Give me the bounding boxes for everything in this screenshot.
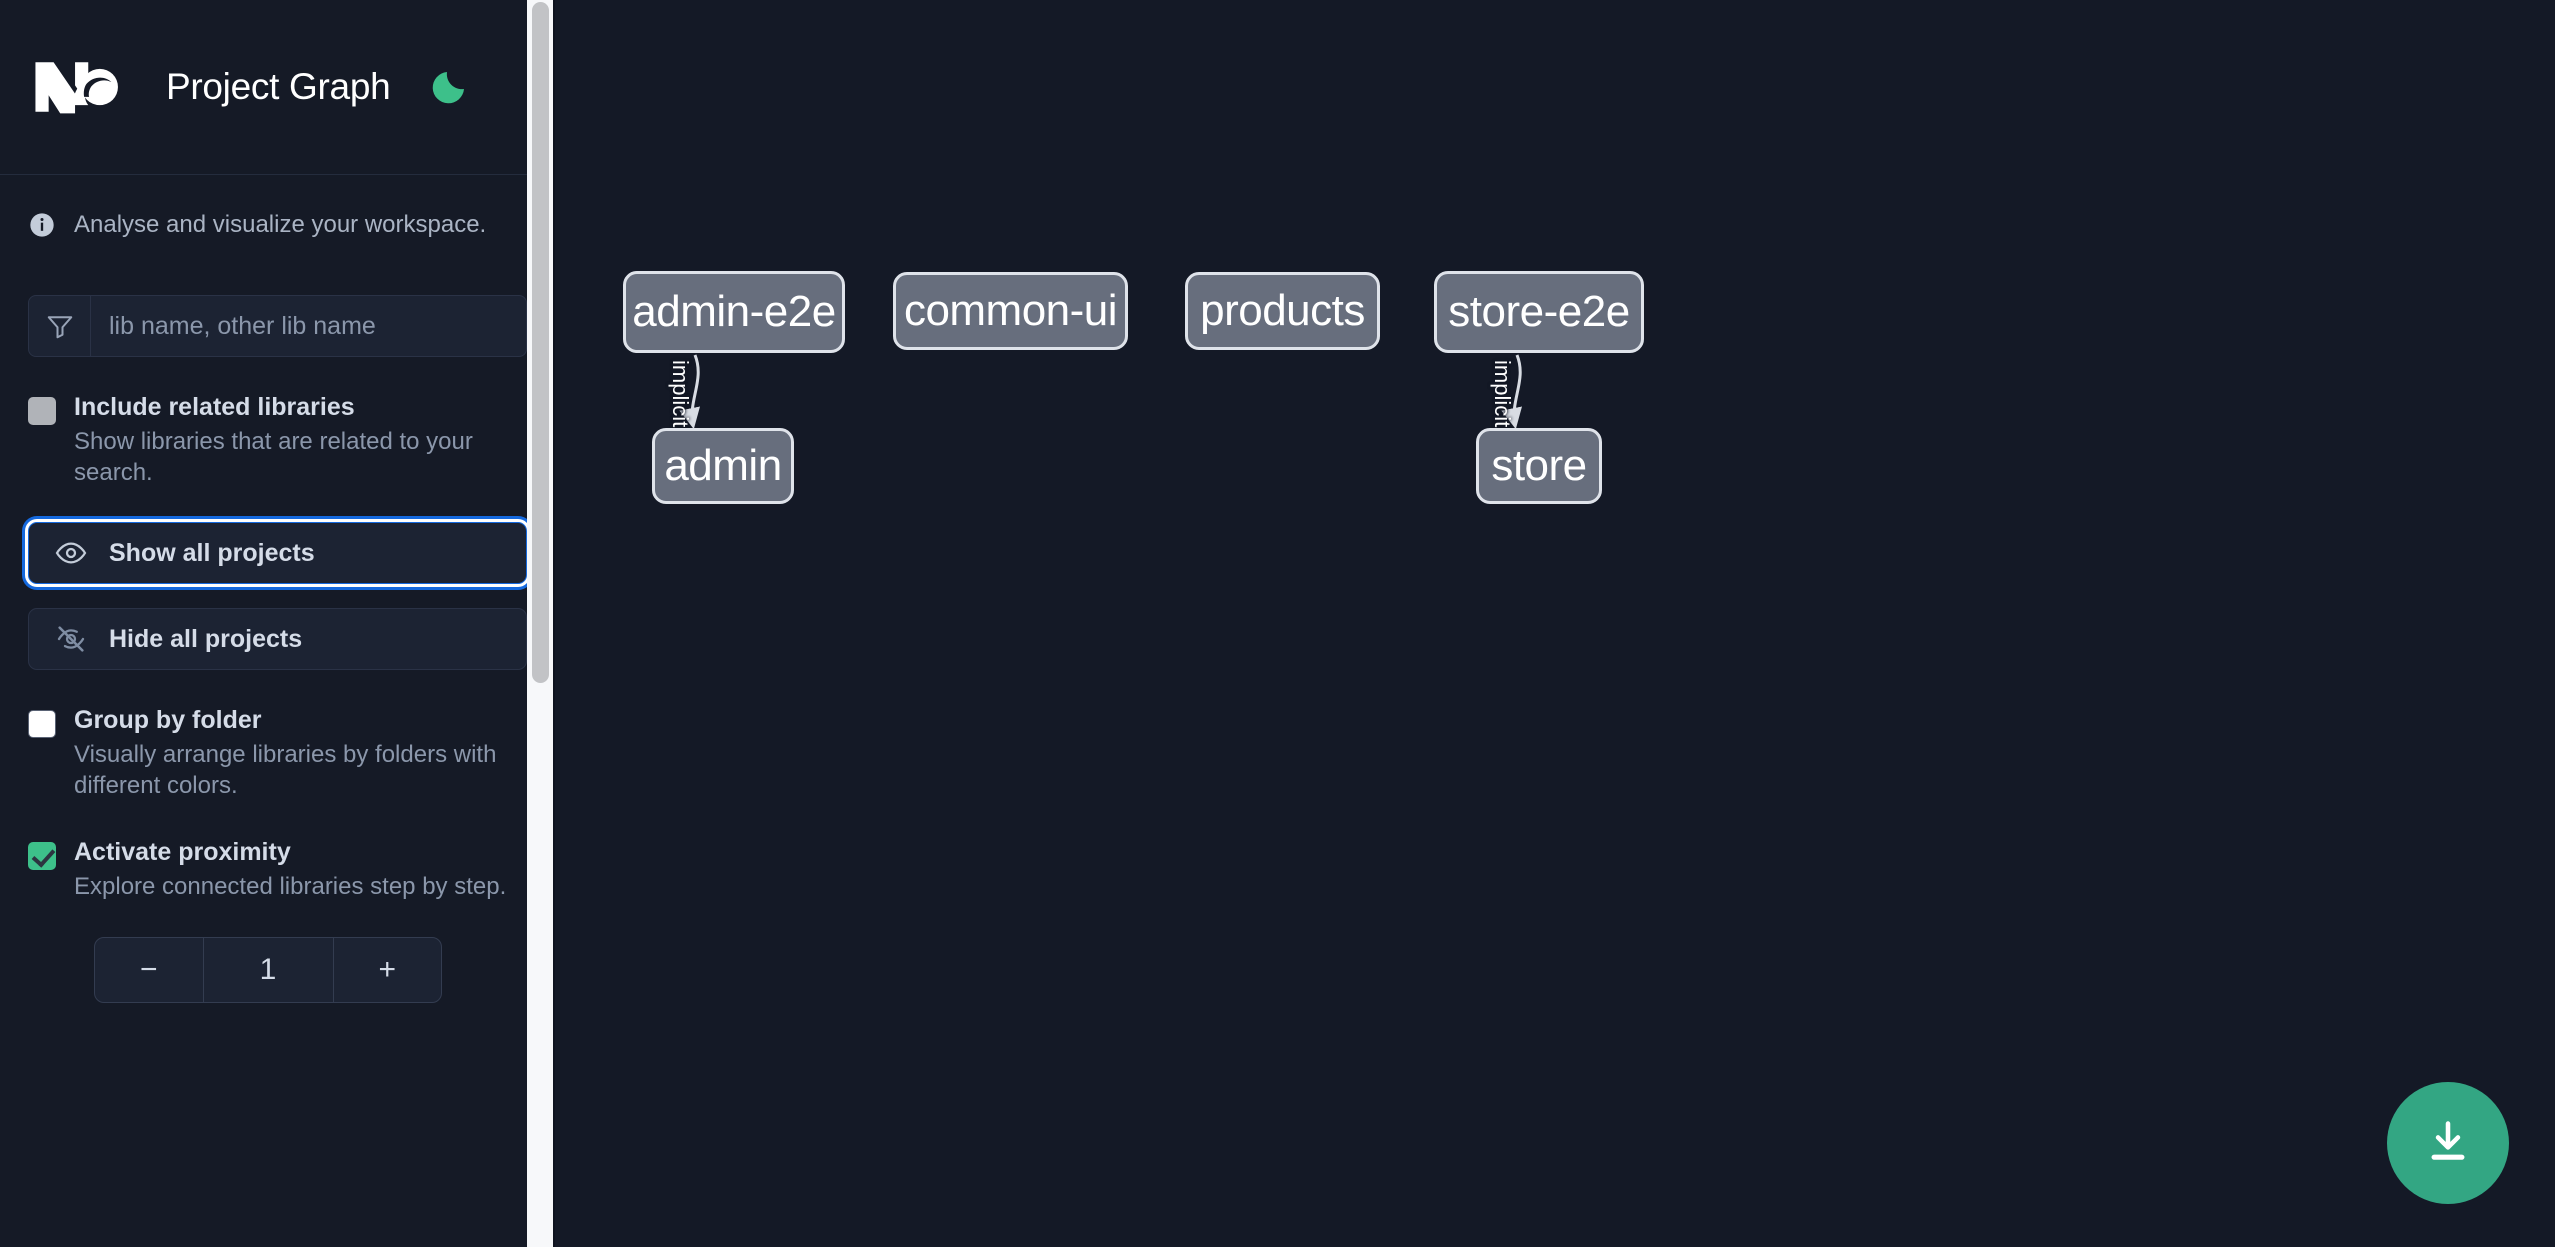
filter-row [28,295,527,357]
stepper-value: 1 [202,937,334,1002]
graph-node-label: admin-e2e [632,287,836,336]
filter-box[interactable] [28,295,527,357]
nx-logo-icon [30,54,130,120]
graph-node-label: products [1200,286,1365,335]
graph-canvas[interactable]: implicit implicit admin-e2e common-ui pr… [555,0,2555,1247]
checkbox-group-by-folder[interactable] [28,710,56,739]
download-image-button[interactable] [2387,1082,2509,1204]
checkbox-activate-proximity[interactable] [28,841,56,870]
workspace-blurb-text: Analyse and visualize your workspace. [74,211,487,238]
search-input[interactable] [91,296,526,356]
workspace-blurb: Analyse and visualize your workspace. [28,175,527,259]
edge-label-implicit-store: implicit [1490,360,1515,428]
sidebar-scrollbar[interactable] [527,0,555,1247]
proximity-stepper[interactable]: − 1 + [94,936,442,1003]
stepper-increment-button[interactable]: + [378,952,397,986]
graph-node-admin-e2e[interactable]: admin-e2e [623,271,845,353]
graph-node-products[interactable]: products [1185,272,1380,350]
eye-off-icon [55,623,87,655]
graph-node-label: common-ui [903,286,1118,335]
option-description: Explore connected libraries step by step… [74,872,507,900]
sidebar-scrollbar-thumb[interactable] [532,2,549,683]
graph-edges [679,354,1523,430]
show-all-projects-label: Show all projects [109,538,315,567]
funnel-icon [29,296,91,356]
option-activate-proximity[interactable]: Activate proximity Explore connected lib… [28,838,527,1003]
graph-node-store-e2e[interactable]: store-e2e [1434,271,1644,353]
graph-node-label: admin [664,441,782,490]
option-description: Show libraries that are related to your … [74,428,473,486]
sidebar-header: Project Graph [0,0,555,175]
graph-node-admin[interactable]: admin [652,428,794,504]
graph-node-common-ui[interactable]: common-ui [893,272,1128,350]
sidebar-edge [553,0,555,1247]
edge-label-implicit-admin: implicit [668,360,693,428]
option-group-by-folder[interactable]: Group by folder Visually arrange librari… [28,706,527,801]
option-label: Group by folder [74,706,262,735]
graph-node-label: store [1491,441,1587,490]
eye-icon [55,537,87,569]
option-description: Visually arrange libraries by folders wi… [74,741,497,800]
option-label: Include related libraries [74,393,355,421]
hide-all-projects-button[interactable]: Hide all projects [28,608,527,671]
moon-icon[interactable] [428,66,470,108]
option-include-related-libraries[interactable]: Include related libraries Show libraries… [28,393,527,488]
option-label: Activate proximity [74,837,291,866]
show-all-projects-button[interactable]: Show all projects [28,522,527,585]
page-title: Project Graph [166,66,391,107]
hide-all-projects-label: Hide all projects [109,624,303,653]
graph-node-label: store-e2e [1448,287,1630,336]
graph-node-store[interactable]: store [1476,428,1602,504]
info-icon [28,211,56,239]
stepper-decrement-button[interactable]: − [139,952,158,986]
download-icon [2422,1116,2474,1171]
sidebar-body: Analyse and visualize your workspace. [0,175,555,1003]
checkbox-include-related-libraries[interactable] [28,397,56,425]
sidebar: Project Graph Analyse and visualize your… [0,0,555,1247]
